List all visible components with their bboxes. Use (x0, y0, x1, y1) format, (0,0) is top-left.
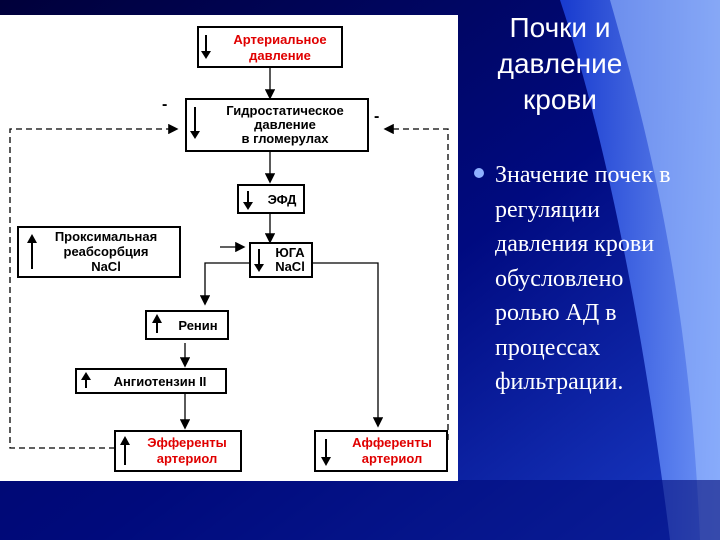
svg-text:реабсорбция: реабсорбция (64, 244, 149, 259)
feedback-afferent-to-hydrostatic (383, 123, 449, 440)
svg-text:давление: давление (249, 48, 311, 63)
arrow-down-icon (254, 249, 264, 272)
title-line: крови (523, 84, 597, 115)
title-line: Почки и (509, 12, 611, 43)
feedback-sign-right: - (374, 108, 379, 125)
bullet-line: давления крови (495, 231, 655, 257)
svg-text:артериол: артериол (157, 451, 217, 466)
arrow-up-icon (152, 314, 162, 333)
svg-text:Эфференты: Эфференты (147, 435, 227, 450)
node-angiotensin: Ангиотензин II (75, 368, 227, 394)
kidney-pressure-diagram: - - Артериальное давление Гидростатическ… (9, 26, 449, 472)
svg-text:NaCl: NaCl (275, 259, 305, 274)
node-renin: Ренин (145, 310, 229, 340)
svg-text:Артериальное: Артериальное (233, 32, 326, 47)
feedback-loops (9, 123, 449, 449)
bullet-line: обусловлено (495, 265, 624, 292)
svg-text:Ренин: Ренин (178, 318, 217, 333)
arrow-up-icon (27, 234, 37, 269)
node-efferent: Эфференты артериол (114, 430, 242, 472)
bullet-text: Значение почек в регуляции давления кров… (495, 158, 715, 400)
node-proximal-reabsorption: Проксимальная реабсорбция NaCl (17, 226, 181, 278)
bullet-line: Значение почек в (495, 162, 671, 188)
slide-title: Почки и давление крови (470, 10, 650, 118)
bullet-line: регуляции (495, 196, 600, 223)
node-arterial-pressure: Артериальное давление (197, 26, 343, 68)
node-hydrostatic-pressure: Гидростатическое давление в гломерулах (185, 98, 369, 152)
node-afferent: Афференты артериол (314, 430, 448, 472)
arrow-yuga-to-renin (199, 262, 250, 306)
svg-text:NaCl: NaCl (91, 259, 121, 274)
bullet-line: фильтрации. (495, 369, 624, 395)
arrow-up-icon (81, 372, 91, 388)
svg-text:Проксимальная: Проксимальная (55, 229, 157, 244)
arrow-down-icon (243, 191, 253, 210)
node-efd: ЭФД (237, 184, 305, 214)
bullet-line: ролью АД в (495, 300, 617, 326)
connectors (179, 67, 384, 430)
svg-text:давление: давление (254, 117, 316, 132)
feedback-sign-left: - (162, 96, 167, 113)
arrow-up-icon (120, 436, 130, 465)
svg-text:в гломерулах: в гломерулах (242, 131, 330, 146)
arrow-down-icon (201, 35, 211, 59)
svg-text:Афференты: Афференты (352, 435, 432, 450)
title-line: давление (497, 48, 623, 79)
bullet-dot-icon (474, 168, 484, 178)
svg-text:Гидростатическое: Гидростатическое (226, 103, 344, 118)
svg-text:ЭФД: ЭФД (268, 192, 298, 207)
svg-text:ЮГА: ЮГА (275, 245, 305, 260)
svg-text:артериол: артериол (362, 451, 422, 466)
svg-text:Ангиотензин II: Ангиотензин II (114, 374, 207, 389)
arrow-down-icon (190, 107, 200, 139)
feedback-efferent-to-hydrostatic (9, 123, 179, 449)
arrow-down-icon (321, 439, 331, 466)
bullet-line: процессах (495, 334, 601, 361)
node-yuga: ЮГА NaCl (249, 242, 313, 278)
arrow-yuga-to-afferent (312, 262, 384, 428)
